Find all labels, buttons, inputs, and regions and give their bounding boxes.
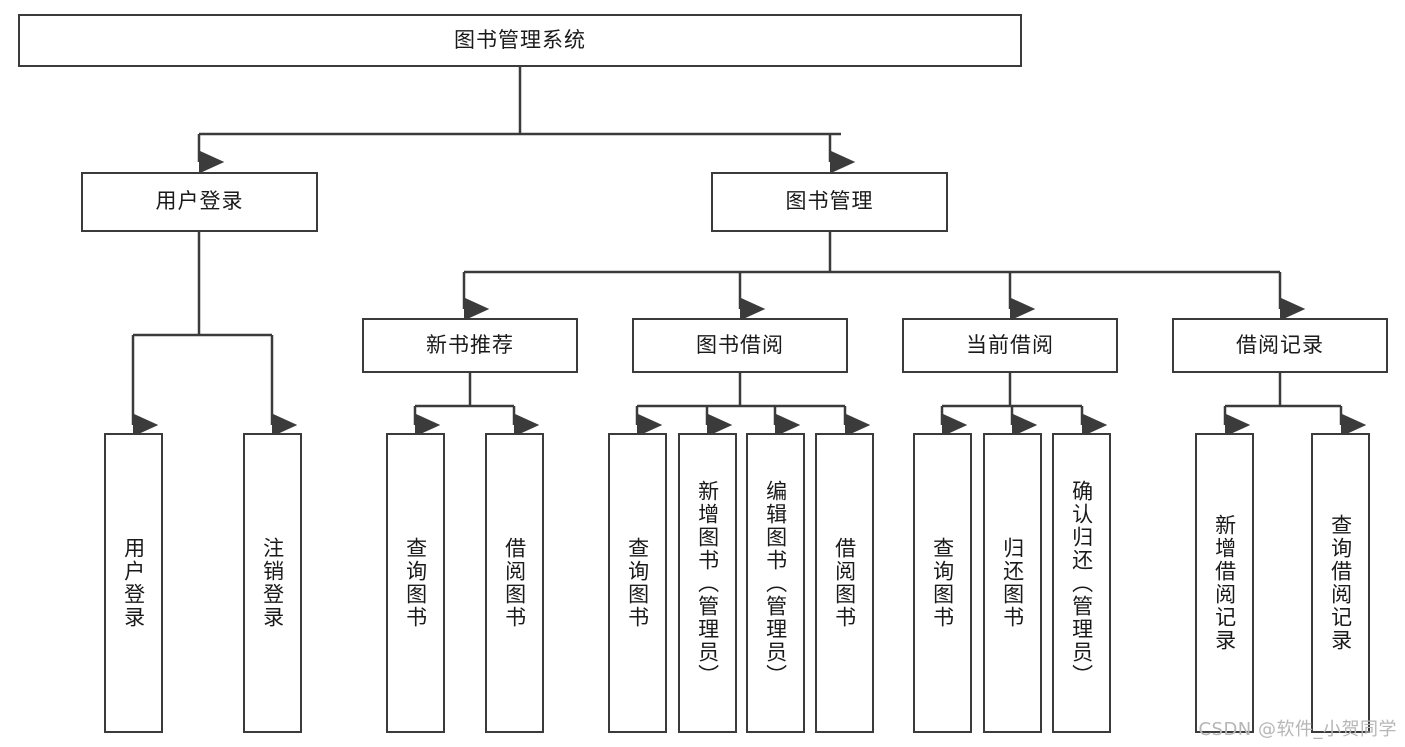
leaf-logout[interactable]: 注销登录 xyxy=(243,433,302,733)
leaf-edit-book-admin[interactable]: 编辑图书（管理员） xyxy=(746,433,805,733)
node-book-borrow[interactable]: 图书借阅 xyxy=(632,318,848,373)
node-label: 确认归还（管理员） xyxy=(1069,479,1094,687)
node-label: 图书管理 xyxy=(785,189,874,214)
node-new-book-recommend[interactable]: 新书推荐 xyxy=(362,318,578,373)
node-label: 新书推荐 xyxy=(426,332,514,357)
node-book-management[interactable]: 图书管理 xyxy=(711,172,948,232)
node-label: 编辑图书（管理员） xyxy=(763,479,788,687)
node-label: 图书管理系统 xyxy=(454,27,586,52)
leaf-borrow-book[interactable]: 借阅图书 xyxy=(815,433,874,733)
node-user-login[interactable]: 用户登录 xyxy=(81,172,318,232)
leaf-query-book-current[interactable]: 查询图书 xyxy=(913,433,972,733)
leaf-add-book-admin[interactable]: 新增图书（管理员） xyxy=(678,433,737,733)
csdn-watermark: CSDN @软件_小贺同学 xyxy=(1198,719,1397,740)
node-label: 注销登录 xyxy=(260,537,285,629)
node-label: 新增图书（管理员） xyxy=(695,479,720,687)
node-current-borrow[interactable]: 当前借阅 xyxy=(902,318,1118,373)
node-label: 借阅记录 xyxy=(1236,332,1324,357)
node-label: 用户登录 xyxy=(155,189,244,214)
node-label: 查询图书 xyxy=(625,537,650,629)
leaf-query-borrow-record[interactable]: 查询借阅记录 xyxy=(1311,433,1370,733)
leaf-user-login[interactable]: 用户登录 xyxy=(104,433,163,733)
node-label: 当前借阅 xyxy=(966,332,1054,357)
node-label: 借阅图书 xyxy=(832,537,857,629)
node-label: 图书借阅 xyxy=(696,332,784,357)
leaf-return-book[interactable]: 归还图书 xyxy=(983,433,1042,733)
leaf-borrow-book-recommend[interactable]: 借阅图书 xyxy=(485,433,544,733)
leaf-confirm-return-admin[interactable]: 确认归还（管理员） xyxy=(1052,433,1111,733)
node-borrow-record[interactable]: 借阅记录 xyxy=(1172,318,1388,373)
node-label: 新增借阅记录 xyxy=(1212,514,1237,652)
leaf-query-book-recommend[interactable]: 查询图书 xyxy=(386,433,445,733)
node-root-system[interactable]: 图书管理系统 xyxy=(18,14,1022,67)
node-label: 查询图书 xyxy=(930,537,955,629)
leaf-add-borrow-record[interactable]: 新增借阅记录 xyxy=(1195,433,1254,733)
node-label: 借阅图书 xyxy=(502,537,527,629)
leaf-query-book-borrow[interactable]: 查询图书 xyxy=(608,433,667,733)
node-label: 查询图书 xyxy=(403,537,428,629)
node-label: 归还图书 xyxy=(1000,537,1025,629)
node-label: 用户登录 xyxy=(121,537,146,629)
node-label: 查询借阅记录 xyxy=(1328,514,1353,652)
